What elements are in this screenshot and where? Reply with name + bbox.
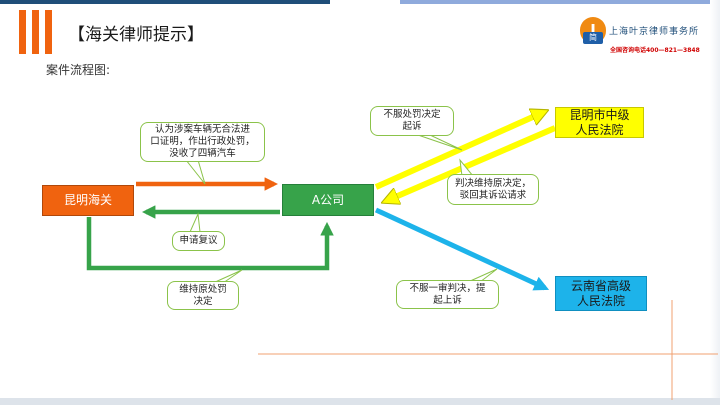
top-bar-light bbox=[400, 0, 720, 4]
law-firm-name: 上海叶京律师事务所 bbox=[609, 27, 700, 37]
callout-second-appeal: 不服一审判决，提 起上诉 bbox=[396, 280, 499, 309]
arrow-kunming-court-to-company bbox=[386, 125, 557, 201]
title-stripe bbox=[45, 10, 52, 54]
title-stripe bbox=[19, 10, 26, 54]
node-company-a: A公司 bbox=[282, 184, 374, 216]
callout-penalty-decision: 认为涉案车辆无合法进 口证明，作出行政处罚， 没收了四辆汽车 bbox=[140, 122, 265, 162]
callout-pointer-penalty bbox=[184, 159, 206, 185]
callout-review-text: 申请复议 bbox=[179, 235, 218, 246]
node-kunming-intermediate-court: 昆明市中级 人民法院 bbox=[555, 107, 644, 138]
slide-title: 【海关律师提示】 bbox=[68, 25, 204, 45]
top-bar-dark bbox=[0, 0, 330, 4]
arrow-uphold-loop bbox=[86, 217, 334, 271]
law-firm-phone: 全国咨询电话400—821—3848 bbox=[610, 47, 700, 54]
node-kunming-customs: 昆明海关 bbox=[42, 185, 134, 216]
callout-appeal-text: 不服处罚决定 起诉 bbox=[383, 109, 441, 132]
callout-pointer-review bbox=[189, 212, 201, 233]
callout-judgment-upheld: 判决维持原决定， 驳回其诉讼请求 bbox=[447, 174, 539, 205]
callout-appeal-penalty: 不服处罚决定 起诉 bbox=[370, 106, 454, 136]
node-kunming-customs-label: 昆明海关 bbox=[63, 193, 112, 207]
callout-uphold-penalty: 维持原处罚 决定 bbox=[167, 281, 239, 310]
arrow-company-to-yunnan-court bbox=[374, 207, 550, 291]
slide-subtitle: 案件流程图: bbox=[46, 63, 111, 77]
node-yunnan-high-court: 云南省高级 人民法院 bbox=[555, 276, 647, 311]
side-shadow bbox=[710, 0, 720, 405]
callout-uphold-text: 维持原处罚 决定 bbox=[179, 283, 227, 307]
callout-penalty-text: 认为涉案车辆无合法进 口证明，作出行政处罚， 没收了四辆汽车 bbox=[150, 124, 255, 159]
callout-pointer-appeal bbox=[417, 134, 463, 151]
node-company-a-label: A公司 bbox=[311, 192, 345, 207]
callout-judgment-text: 判决维持原决定， 驳回其诉讼请求 bbox=[454, 177, 531, 201]
node-yunnan-court-label: 云南省高级 人民法院 bbox=[570, 278, 631, 308]
title-stripe bbox=[32, 10, 39, 54]
bottom-bar bbox=[0, 398, 720, 405]
callout-second-appeal-text: 不服一审判决，提 起上诉 bbox=[409, 282, 486, 306]
callout-request-review: 申请复议 bbox=[172, 231, 225, 251]
law-firm-logo-badge: 简 bbox=[583, 32, 603, 44]
node-kunming-court-label: 昆明市中级 人民法院 bbox=[569, 107, 630, 137]
